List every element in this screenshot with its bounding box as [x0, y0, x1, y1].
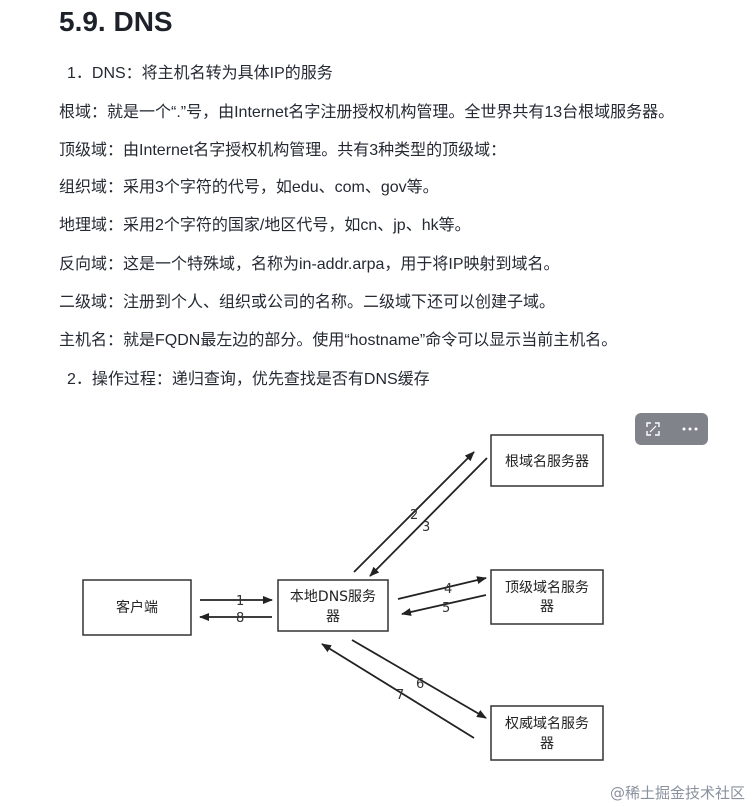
- root-server-label: 根域名服务器: [505, 454, 589, 470]
- auth-server-label: 权威域名服务: [505, 716, 589, 732]
- tld-server-label-2: 器: [540, 599, 554, 615]
- client-box: 客户端: [82, 579, 192, 636]
- step-1-label: 1: [236, 594, 244, 609]
- image-toolbar: [635, 413, 708, 445]
- text-line-process: 2．操作过程：递归查询，优先查找是否有DNS缓存: [67, 371, 430, 388]
- step-5-label: 5: [442, 601, 450, 616]
- arrow-step-4: [397, 576, 487, 600]
- local-dns-label-2: 器: [326, 609, 340, 625]
- client-label: 客户端: [116, 599, 158, 616]
- arrow-step-5: [401, 594, 487, 616]
- arrow-step-7: [321, 643, 475, 739]
- step-2-label: 2: [410, 508, 418, 523]
- arrow-step-3: [369, 457, 488, 577]
- local-dns-label: 本地DNS服务: [290, 589, 376, 605]
- dns-resolution-diagram: 客户端 本地DNS服务 器 根域名服务器 顶级域名服务 器 权威域名服务 器 1…: [82, 434, 604, 761]
- root-server-box: 根域名服务器: [490, 434, 604, 487]
- text-line-reverse-domain: 反向域：这是一个特殊域，名称为in-addr.arpa，用于将IP映射到域名。: [59, 256, 560, 273]
- text-line-geo-domain: 地理域：采用2个字符的国家/地区代号，如cn、jp、hk等。: [59, 217, 471, 234]
- step-6-label: 6: [416, 677, 424, 692]
- step-8-label: 8: [236, 611, 244, 626]
- step-7-label: 7: [396, 688, 404, 703]
- tld-server-label: 顶级域名服务: [505, 580, 589, 596]
- auth-server-box: 权威域名服务 器: [490, 705, 604, 761]
- more-icon[interactable]: [677, 416, 703, 442]
- expand-icon[interactable]: [640, 416, 666, 442]
- text-line-org-domain: 组织域：采用3个字符的代号，如edu、com、gov等。: [59, 179, 439, 196]
- arrow-step-6: [351, 639, 487, 719]
- text-line-hostname: 主机名：就是FQDN最左边的部分。使用“hostname”命令可以显示当前主机名…: [59, 332, 618, 349]
- section-heading: 5.9. DNS: [59, 6, 173, 37]
- site-watermark: @稀土掘金技术社区: [609, 784, 745, 802]
- tld-server-box: 顶级域名服务 器: [490, 569, 604, 625]
- text-line-second-level-domain: 二级域：注册到个人、组织或公司的名称。二级域下还可以创建子域。: [59, 294, 556, 311]
- step-3-label: 3: [422, 520, 430, 535]
- text-line-root-domain: 根域：就是一个“.”号，由Internet名字注册授权机构管理。全世界共有13台…: [59, 104, 675, 121]
- arrow-step-2: [353, 451, 475, 573]
- local-dns-box: 本地DNS服务 器: [277, 579, 389, 632]
- step-4-label: 4: [444, 582, 452, 597]
- text-line-top-level-domain: 顶级域：由Internet名字授权机构管理。共有3种类型的顶级域：: [59, 142, 507, 159]
- auth-server-label-2: 器: [540, 736, 554, 752]
- text-line-dns-definition: 1．DNS：将主机名转为具体IP的服务: [67, 65, 333, 82]
